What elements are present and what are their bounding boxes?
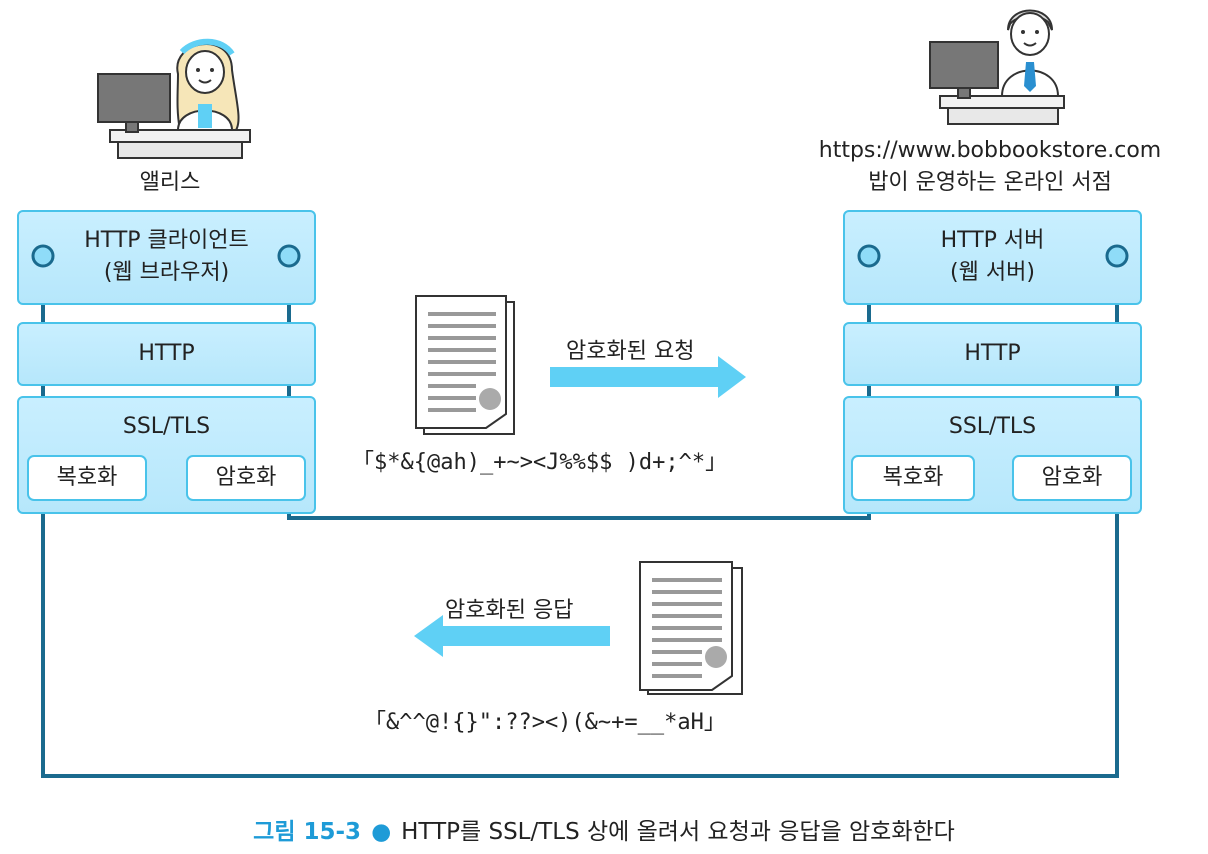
client-app-layer-title: HTTP 클라이언트 [84,228,249,253]
client-decrypt-box: 복호화 [27,455,147,501]
response-document-icon [639,561,743,695]
request-arrow [550,356,746,398]
request-document-icon [415,295,515,435]
request-path-line [287,246,889,520]
response-cipher-text: 「&^^@!{}":??><)(&~+=__*aH」 [364,710,726,735]
client-request-endpoint [277,244,301,268]
server-http-layer-label: HTTP [964,341,1021,366]
response-label: 암호화된 응답 [445,598,574,623]
server-ssl-layer-label: SSL/TLS [948,414,1037,439]
request-label: 암호화된 요청 [566,339,695,364]
server-app-layer-subtitle: (웹 서버) [950,260,1035,285]
server-url: https://www.bobbookstore.com [818,138,1162,163]
figure-caption: 그림 15-3 ● HTTP를 SSL/TLS 상에 올려서 요청과 응답을 암호화… [0,812,1208,846]
caption-text: HTTP를 SSL/TLS 상에 올려서 요청과 응답을 암호화한다 [401,819,955,845]
client-encrypt-box: 암호화 [186,455,306,501]
bob-person-icon [929,9,1065,125]
caption-bullet-icon: ● [371,819,392,845]
alice-person-icon [97,38,251,159]
server-app-layer-title: HTTP 서버 [940,228,1045,253]
caption-number: 그림 15-3 [253,819,362,845]
client-person-label: 앨리스 [139,170,201,195]
client-ssl-layer-label: SSL/TLS [122,414,211,439]
client-response-endpoint [31,244,55,268]
server-description: 밥이 운영하는 온라인 서점 [868,170,1112,195]
server-request-endpoint [857,244,881,268]
response-path-line [23,246,1119,778]
server-app-layer: HTTP 서버 (웹 서버) [843,210,1142,305]
client-app-layer-subtitle: (웹 브라우저) [103,260,230,285]
server-decrypt-box: 복호화 [851,455,975,501]
server-encrypt-box: 암호화 [1012,455,1132,501]
client-http-layer: HTTP [17,322,316,386]
response-arrow [414,615,610,657]
server-response-endpoint [1105,244,1129,268]
client-http-layer-label: HTTP [138,341,195,366]
client-app-layer: HTTP 클라이언트 (웹 브라우저) [17,210,316,305]
request-cipher-text: 「$*&{@ah)_+~><J%%$$ )d+;^*」 [352,450,728,475]
server-http-layer: HTTP [843,322,1142,386]
